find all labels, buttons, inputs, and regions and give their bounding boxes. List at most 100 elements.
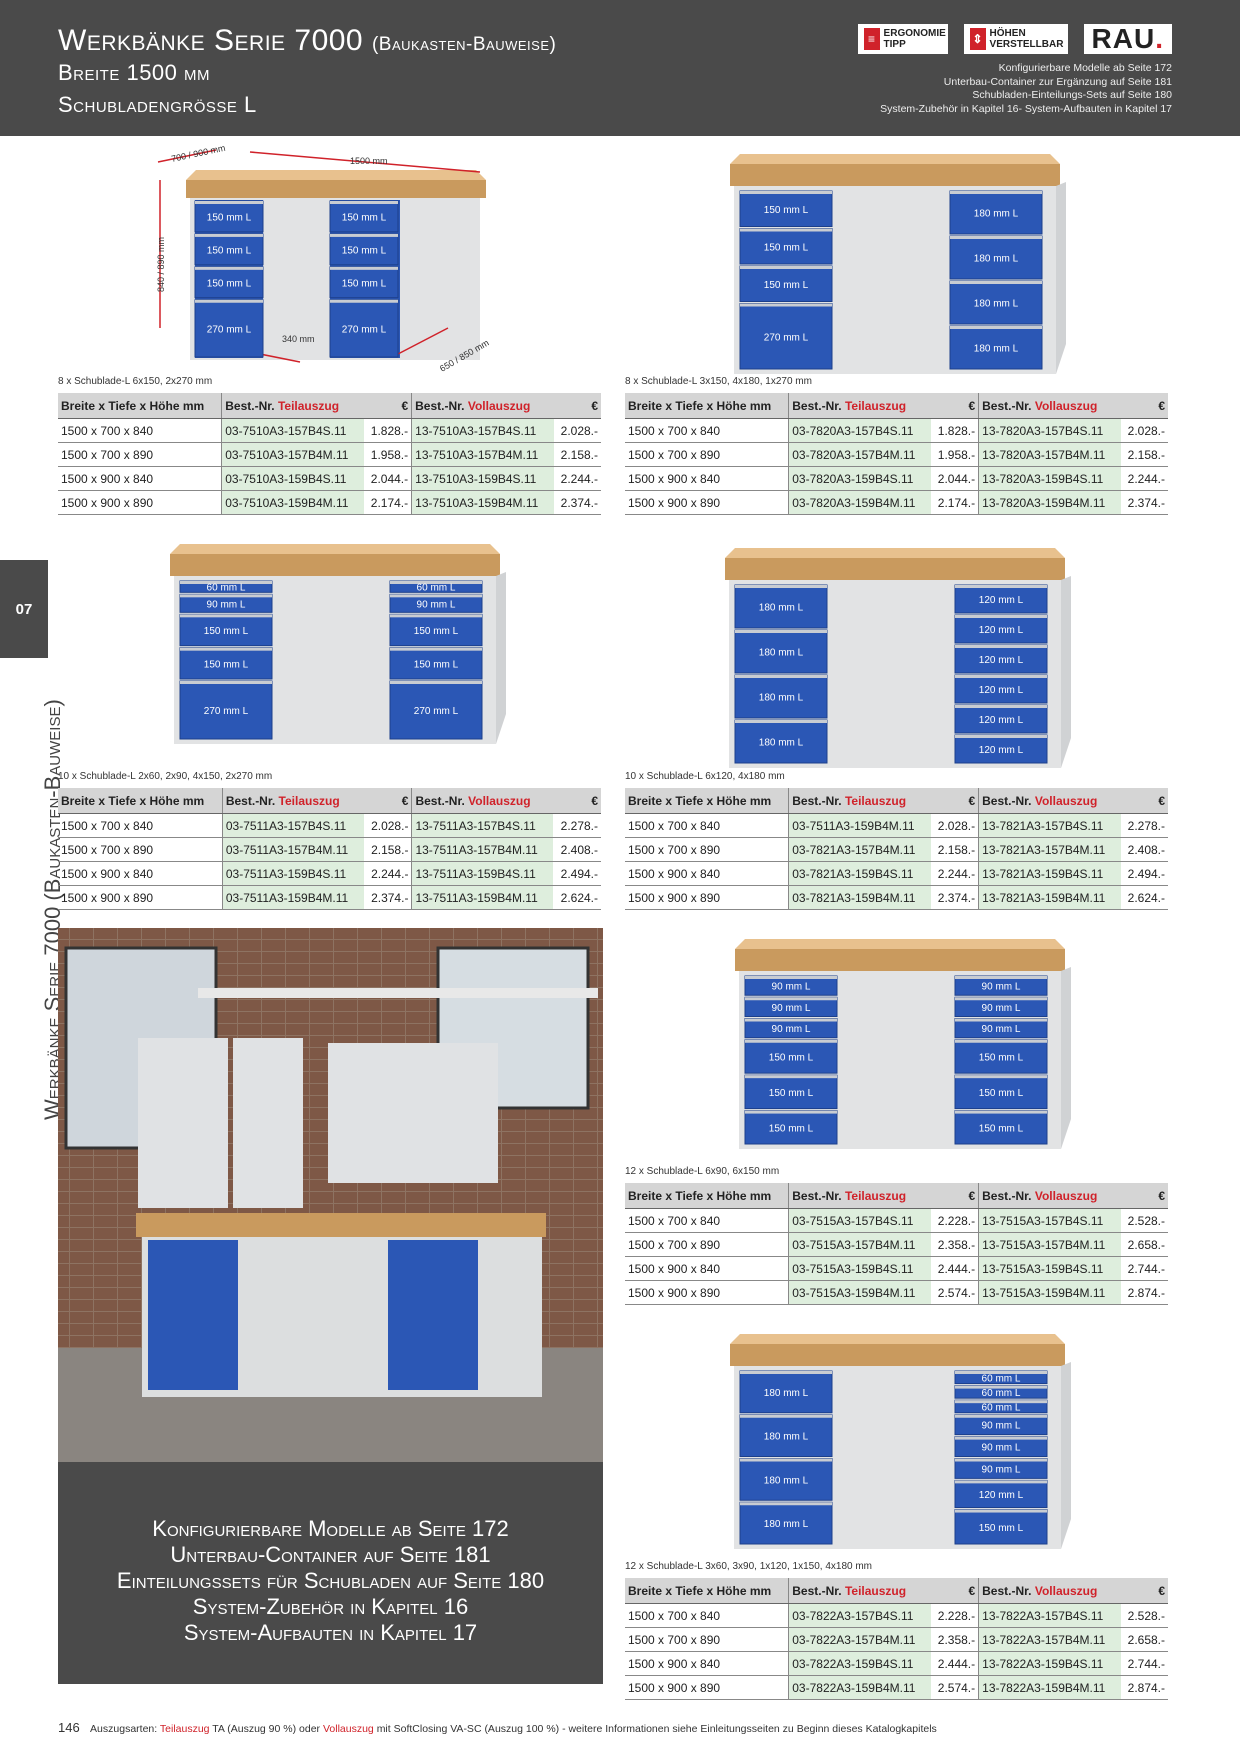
cell-voll-nr: 13-7511A3-159B4S.11 bbox=[411, 861, 554, 886]
cell-teil-nr: 03-7820A3-157B4S.11 bbox=[788, 418, 931, 443]
drawer-label: 60 mm L bbox=[417, 583, 456, 594]
col-voll-label: Vollauszug bbox=[1034, 793, 1098, 808]
dim-height: 840 / 890 mm bbox=[156, 237, 166, 292]
cell-teil-nr: 03-7515A3-157B4S.11 bbox=[788, 1208, 931, 1233]
drawer-label: 180 mm L bbox=[974, 209, 1019, 220]
drawer: 150 mm L bbox=[744, 1039, 838, 1074]
col-bestnr: Best.-Nr. bbox=[792, 1188, 842, 1203]
drawer-label: 90 mm L bbox=[417, 599, 456, 610]
cell-teil-price: 2.244.- bbox=[363, 861, 412, 886]
cell-voll-nr: 13-7510A3-159B4S.11 bbox=[411, 466, 554, 491]
cell-voll-price: 2.494.- bbox=[1120, 861, 1168, 886]
cell-voll-price: 2.658.- bbox=[1120, 1627, 1168, 1652]
ergonomie-label: ERGONOMIE TIPP bbox=[883, 28, 946, 50]
drawer: 270 mm L bbox=[329, 299, 399, 358]
drawer-label: 60 mm L bbox=[982, 1373, 1021, 1384]
drawer-label: 150 mm L bbox=[414, 659, 459, 670]
drawer: 180 mm L bbox=[734, 629, 828, 674]
cell-teil-price: 2.374.- bbox=[930, 885, 979, 910]
drawer: 90 mm L bbox=[954, 1458, 1048, 1479]
cell-voll-nr: 13-7822A3-157B4S.11 bbox=[978, 1603, 1121, 1628]
promo-line: System-Zubehör in Kapitel 16 bbox=[192, 1594, 469, 1619]
drawer: 180 mm L bbox=[949, 190, 1043, 235]
cell-voll-nr: 13-7510A3-159B4M.11 bbox=[411, 490, 554, 515]
drawer-label: 90 mm L bbox=[982, 1464, 1021, 1475]
cell-teil-price: 2.028.- bbox=[363, 813, 412, 838]
cell-teil-price: 2.174.- bbox=[930, 490, 979, 515]
dim-width: 1500 mm bbox=[350, 156, 388, 166]
cell-voll-price: 2.244.- bbox=[1120, 466, 1168, 491]
col-teil-label: Teilauszug bbox=[844, 398, 907, 413]
cell-teil-nr: 03-7515A3-159B4M.11 bbox=[788, 1280, 931, 1305]
drawer: 270 mm L bbox=[389, 680, 483, 740]
cell-teil-nr: 03-7821A3-159B4M.11 bbox=[788, 885, 931, 910]
cell-voll-nr: 13-7821A3-159B4S.11 bbox=[978, 861, 1121, 886]
col-teil: Best.-Nr. Teilauszug bbox=[788, 393, 931, 419]
cell-teil-price: 2.358.- bbox=[930, 1232, 979, 1257]
cell-voll-nr: 13-7511A3-157B4M.11 bbox=[411, 837, 554, 862]
drawer: 120 mm L bbox=[954, 584, 1048, 614]
cell-voll-price: 2.408.- bbox=[1120, 837, 1168, 862]
col-teil-label: Teilauszug bbox=[844, 793, 907, 808]
cell-dims: 1500 x 900 x 890 bbox=[58, 490, 222, 515]
col-eur: € bbox=[363, 393, 412, 419]
col-voll: Best.-Nr. Vollauszug bbox=[411, 788, 554, 814]
drawer: 90 mm L bbox=[744, 975, 838, 996]
drawer-label: 150 mm L bbox=[764, 205, 809, 216]
drawer-label: 150 mm L bbox=[769, 1052, 814, 1063]
col-teil: Best.-Nr. Teilauszug bbox=[788, 788, 931, 814]
cell-teil-nr: 03-7511A3-157B4S.11 bbox=[221, 813, 364, 838]
drawer-label: 150 mm L bbox=[207, 212, 252, 223]
drawer-label: 180 mm L bbox=[759, 738, 804, 749]
drawer: 120 mm L bbox=[954, 734, 1048, 764]
cell-voll-price: 2.028.- bbox=[553, 418, 601, 443]
title-main: Werkbänke Serie 7000 bbox=[58, 24, 364, 57]
cell-voll-nr: 13-7515A3-157B4M.11 bbox=[978, 1232, 1121, 1257]
hoehen-label: HÖHEN VERSTELLBAR bbox=[989, 28, 1064, 50]
cell-dims: 1500 x 700 x 840 bbox=[625, 1208, 789, 1233]
product-caption: 12 x Schublade-L 3x60, 3x90, 1x120, 1x15… bbox=[625, 1561, 873, 1572]
cell-teil-nr: 03-7822A3-159B4M.11 bbox=[788, 1675, 931, 1700]
drawer: 180 mm L bbox=[949, 235, 1043, 280]
drawer-label: 180 mm L bbox=[759, 648, 804, 659]
cell-voll-nr: 13-7820A3-159B4S.11 bbox=[978, 466, 1121, 491]
cell-voll-price: 2.158.- bbox=[1120, 442, 1168, 467]
col-teil: Best.-Nr. Teilauszug bbox=[221, 788, 364, 814]
cell-dims: 1500 x 900 x 890 bbox=[625, 1280, 789, 1305]
col-voll: Best.-Nr. Vollauszug bbox=[978, 393, 1121, 419]
drawer-label: 180 mm L bbox=[764, 1475, 809, 1486]
cell-teil-price: 2.044.- bbox=[930, 466, 979, 491]
col-bestnr: Best.-Nr. bbox=[792, 398, 842, 413]
cell-dims: 1500 x 700 x 890 bbox=[625, 442, 789, 467]
drawer: 120 mm L bbox=[954, 1479, 1048, 1509]
drawer-label: 90 mm L bbox=[772, 982, 811, 993]
cell-teil-nr: 03-7820A3-157B4M.11 bbox=[788, 442, 931, 467]
ergonomie-icon: ≡ bbox=[863, 28, 880, 50]
drawer-label: 150 mm L bbox=[207, 245, 252, 256]
header-info: Konfigurierbare Modelle ab Seite 172 Unt… bbox=[880, 62, 1172, 116]
drawer-label: 150 mm L bbox=[342, 278, 387, 289]
col-voll-label: Vollauszug bbox=[468, 793, 531, 808]
drawer-label: 150 mm L bbox=[204, 626, 249, 637]
col-voll-label: Vollauszug bbox=[1034, 398, 1098, 413]
drawer: 60 mm L bbox=[954, 1370, 1048, 1384]
drawer-label: 150 mm L bbox=[979, 1088, 1024, 1099]
cell-teil-nr: 03-7511A3-159B4M.11 bbox=[788, 813, 931, 838]
drawer: 150 mm L bbox=[954, 1110, 1048, 1145]
drawer: 180 mm L bbox=[739, 1414, 833, 1457]
footer-text: TA (Auszug 90 %) oder bbox=[212, 1723, 321, 1735]
drawer: 60 mm L bbox=[389, 580, 483, 594]
product-caption: 12 x Schublade-L 6x90, 6x150 mm bbox=[625, 1166, 780, 1177]
drawer-label: 150 mm L bbox=[979, 1523, 1024, 1534]
drawer: 150 mm L bbox=[329, 266, 399, 299]
